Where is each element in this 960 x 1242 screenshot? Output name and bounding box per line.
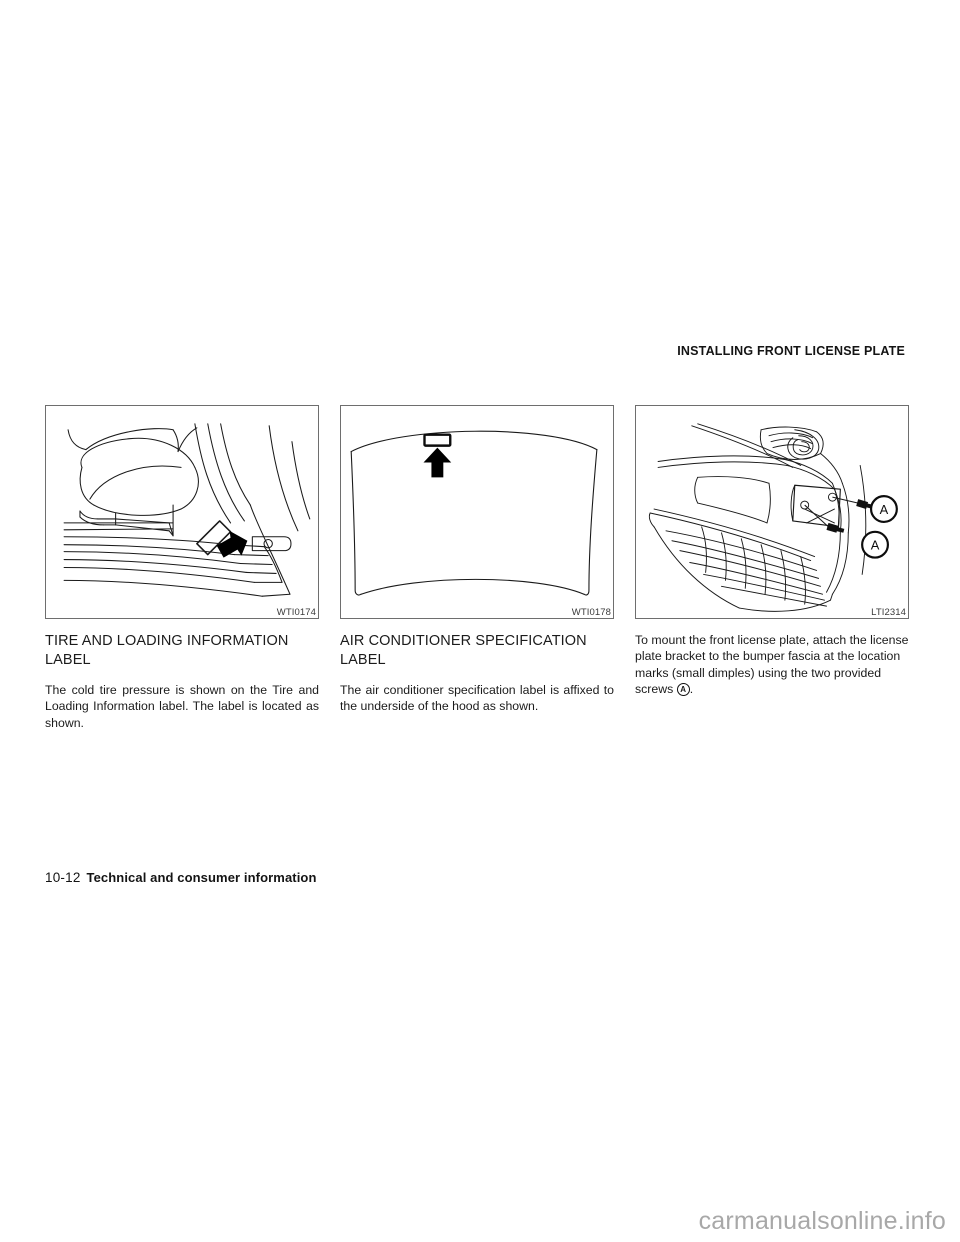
three-column-layout: WTI0174 TIRE AND LOADING INFORMATION LAB… [45, 405, 909, 731]
page-number: 10-12 [45, 870, 81, 885]
screw-icon-upper [832, 496, 859, 504]
column-ac-spec-label: WTI0178 AIR CONDITIONER SPECIFICATION LA… [340, 405, 614, 731]
column-front-license-plate: A A LTI2314 To mount the front license p… [635, 405, 909, 731]
seat-door-sill-illustration [63, 423, 311, 597]
subsection-title-ac-spec: AIR CONDITIONER SPECIFICATION LABEL [340, 633, 587, 668]
figure-hood-underside: WTI0178 [340, 405, 614, 619]
page-footer: 10-12 Technical and consumer information [45, 870, 317, 885]
pointer-arrow-icon [216, 530, 248, 558]
figure-code: WTI0174 [276, 607, 316, 618]
body-text-part1: To mount the front license plate, attach… [635, 633, 909, 697]
figure-front-bumper-bracket: A A LTI2314 [635, 405, 909, 619]
section-header: INSTALLING FRONT LICENSE PLATE [677, 344, 905, 358]
body-text-front-license-plate: To mount the front license plate, attach… [635, 632, 909, 698]
ac-spec-label-shape [423, 433, 452, 447]
body-text-tire-loading: The cold tire pressure is shown on the T… [45, 683, 319, 730]
pointer-arrow-icon [423, 447, 452, 478]
callout-label-a-upper: A [880, 502, 889, 517]
column-tire-loading-label: WTI0174 TIRE AND LOADING INFORMATION LAB… [45, 405, 319, 731]
footer-section-name: Technical and consumer information [86, 870, 317, 885]
subsection-title-tire-loading: TIRE AND LOADING INFORMATION LABEL [45, 633, 289, 668]
callout-label-a-lower: A [871, 538, 880, 553]
figure-code: LTI2314 [871, 607, 906, 618]
body-text-part2: . [689, 682, 694, 697]
body-text-ac-spec: The air conditioner specification label … [340, 683, 614, 714]
figure-code: WTI0178 [571, 607, 611, 618]
site-watermark: carmanualsonline.info [698, 1207, 946, 1235]
front-bumper-illustration: A A [648, 423, 898, 612]
callout-circle-a-upper [869, 495, 898, 523]
inline-callout-a: A [676, 683, 690, 697]
callout-circle-a-lower [861, 530, 889, 559]
screw-icon-lower [804, 504, 829, 528]
screw-icon-lower-head [826, 522, 845, 533]
hood-underside-illustration [350, 430, 598, 596]
figure-seat-door-sill: WTI0174 [45, 405, 319, 619]
